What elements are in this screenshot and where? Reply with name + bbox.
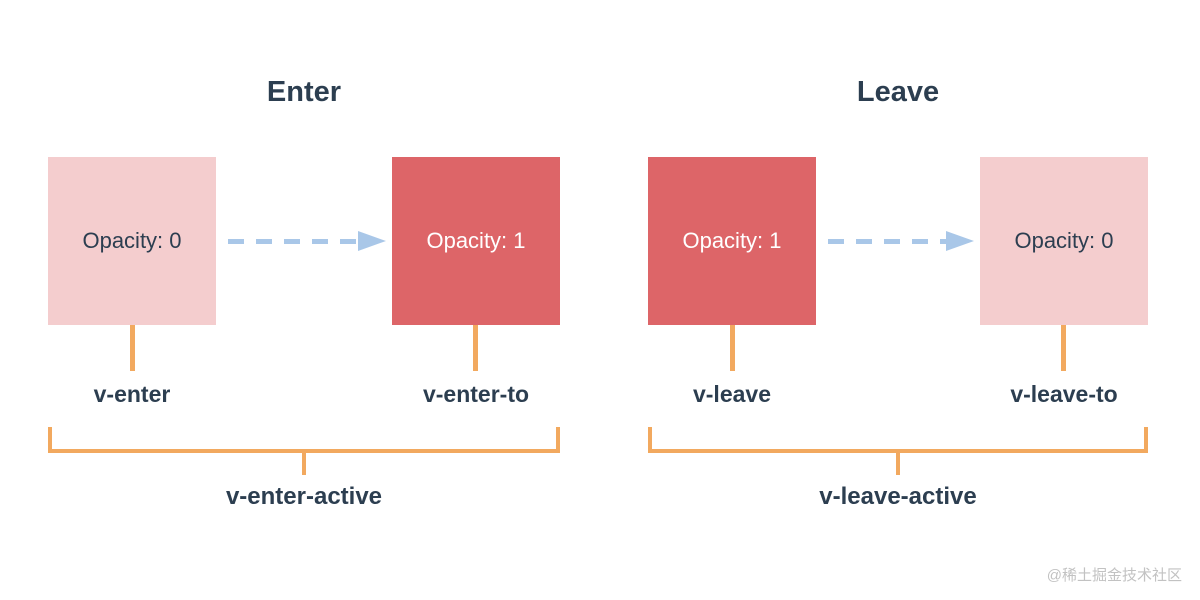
start-class-label: v-leave — [692, 381, 771, 407]
leave-section: Leave Opacity: 1 Opacity: 0 v-leave v-le… — [648, 0, 1148, 600]
arrow-dash-line — [828, 239, 948, 244]
start-class-label: v-enter — [93, 381, 171, 407]
active-range-bracket — [48, 427, 560, 453]
transition-arrow — [228, 231, 386, 252]
connector-line-start — [130, 325, 135, 371]
bracket-stem — [302, 453, 306, 475]
connector-line-start — [730, 325, 735, 371]
section-title: Leave — [856, 76, 940, 108]
opacity-box-label: Opacity: 0 — [1014, 228, 1114, 253]
active-range-bracket — [648, 427, 1148, 453]
connector-line-end — [473, 325, 478, 371]
opacity-box-label: Opacity: 0 — [82, 228, 182, 253]
opacity-box-end: Opacity: 1 — [392, 157, 560, 325]
arrow-head-icon — [358, 231, 386, 251]
opacity-box-start: Opacity: 0 — [48, 157, 216, 325]
watermark: @稀土掘金技术社区 — [1046, 567, 1182, 584]
section-title: Enter — [266, 76, 342, 108]
opacity-box-label: Opacity: 1 — [682, 228, 782, 253]
enter-section: Enter Opacity: 0 Opacity: 1 v-enter v-en… — [48, 0, 560, 600]
opacity-box-end: Opacity: 0 — [980, 157, 1148, 325]
active-class-label: v-leave-active — [819, 483, 977, 510]
connector-line-end — [1061, 325, 1066, 371]
end-class-label: v-enter-to — [422, 381, 530, 407]
arrow-head-icon — [946, 231, 974, 251]
opacity-box-start: Opacity: 1 — [648, 157, 816, 325]
transition-arrow — [828, 231, 974, 252]
end-class-label: v-leave-to — [1010, 381, 1118, 407]
arrow-dash-line — [228, 239, 360, 244]
active-class-label: v-enter-active — [225, 483, 383, 510]
opacity-box-label: Opacity: 1 — [426, 228, 526, 253]
bracket-stem — [896, 453, 900, 475]
